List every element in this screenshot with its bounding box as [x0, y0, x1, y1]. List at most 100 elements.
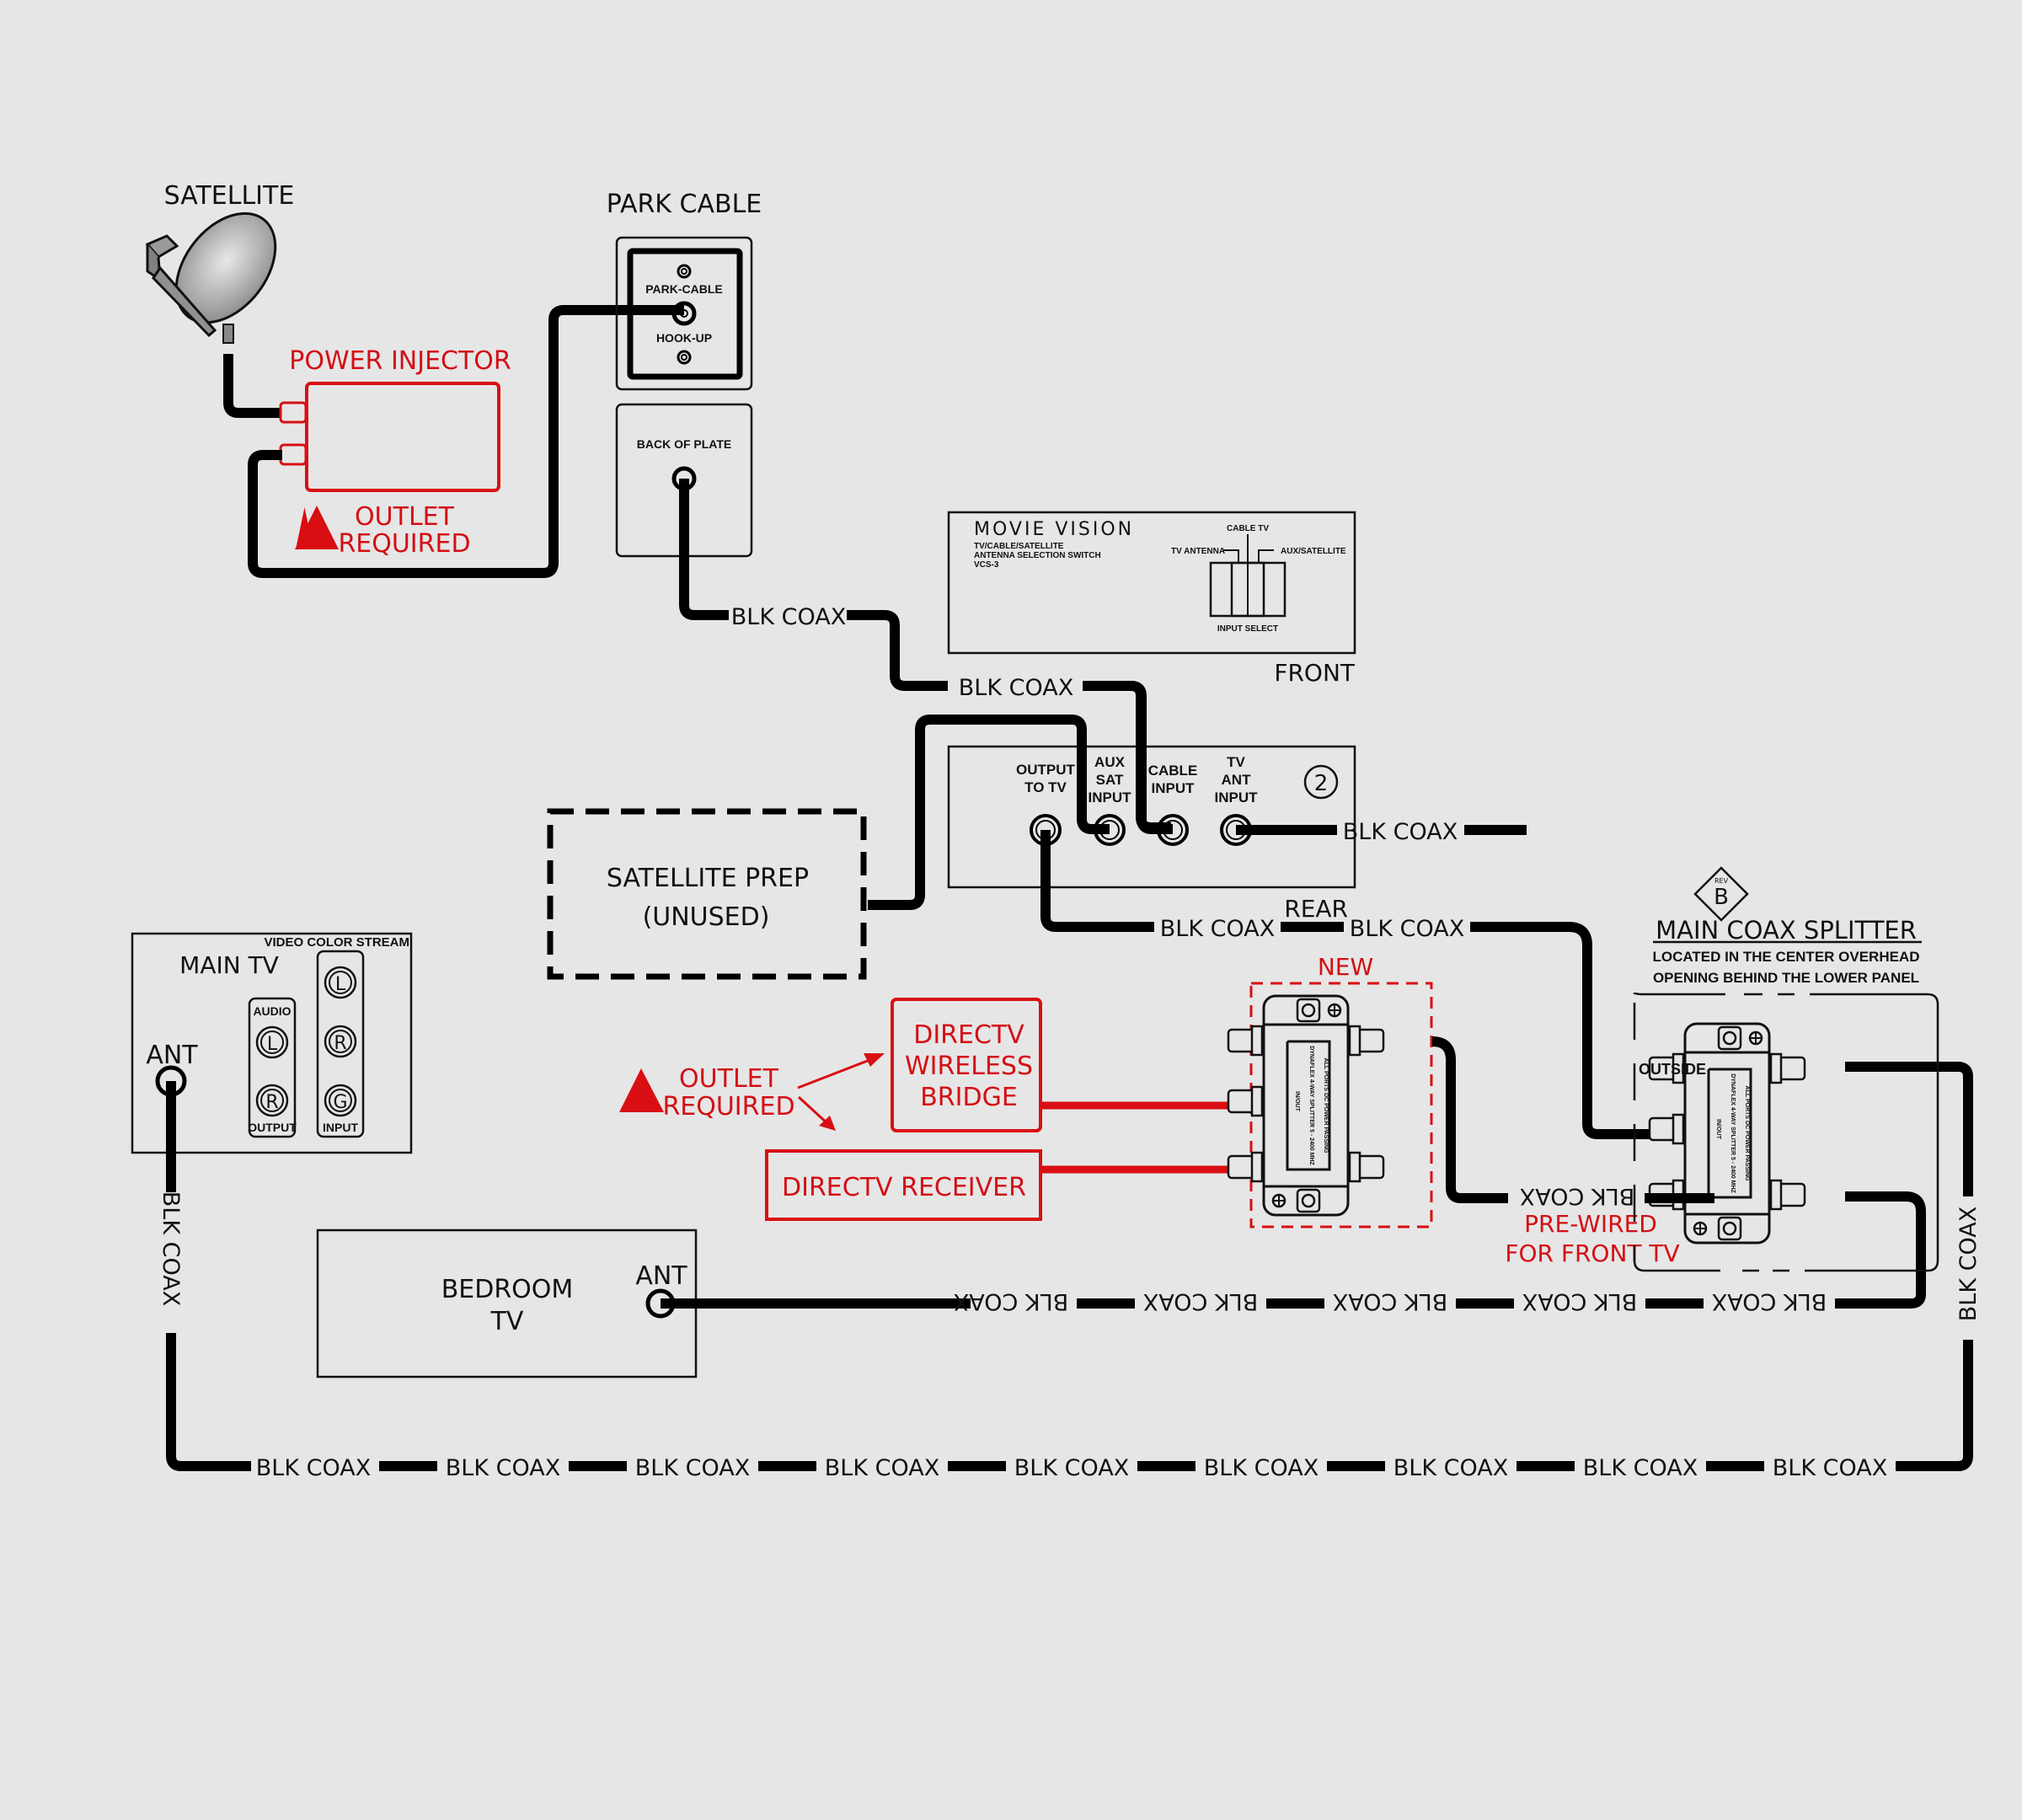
rear-port-output-to-tv: OUTPUT TO TV	[1016, 762, 1076, 846]
splitter-model-label: DYNAFLEX 4-WAY SPLITTER 5 - 2400 MHZ	[1730, 1073, 1736, 1193]
cable-label: BLK COAX	[446, 1455, 560, 1481]
movie-vision-rear-panel: OUTPUT TO TV AUX SAT INPUT CABLE INPUT T…	[947, 745, 1356, 923]
splitter-power-label: ALL PORTS DC POWER PASSING	[1323, 1058, 1329, 1154]
bedroom-ant-label: ANT	[635, 1261, 687, 1291]
input-jack-l: L	[335, 974, 346, 995]
coax-jack-icon	[671, 301, 697, 326]
new-label: NEW	[1318, 953, 1373, 981]
wireless-bridge-box	[891, 998, 1042, 1132]
warning-triangle-icon	[619, 1068, 664, 1112]
rear-badge: 2	[1314, 771, 1329, 796]
bedroom-tv: BEDROOM TV ANT	[316, 1228, 698, 1378]
main-splitter-header: REV B MAIN COAX SPLITTER LOCATED IN THE …	[1633, 866, 1939, 1272]
port-label: CABLE	[1148, 763, 1198, 779]
port-label: INPUT	[1089, 790, 1132, 806]
main-tv-ant-label: ANT	[146, 1041, 198, 1070]
bridge-label-1: DIRECTV	[913, 1020, 1024, 1050]
plate-top-label: PARK-CABLE	[645, 282, 723, 296]
cable-label: BLK COAX	[1712, 1288, 1827, 1314]
audio-jack-r: R	[265, 1092, 278, 1113]
rev-letter: B	[1714, 885, 1729, 910]
satellite-prep-label: SATELLITE PREP	[607, 864, 809, 893]
input-select-label: INPUT SELECT	[1217, 624, 1278, 634]
outlet-label-1: OUTLET	[355, 502, 455, 532]
bridge-label-2: WIRELESS	[905, 1052, 1033, 1081]
switch-tv-antenna-label: TV ANTENNA	[1171, 547, 1225, 556]
video-color-stream-label: VIDEO COLOR STREAM	[264, 935, 409, 950]
park-cable-title: PARK CABLE	[607, 190, 762, 219]
movie-vision-brand: MOVIE VISION	[974, 519, 1134, 540]
port-label: TO TV	[1024, 779, 1067, 795]
movie-vision-line2: ANTENNA SELECTION SWITCH	[974, 551, 1101, 560]
outlet-label-2: REQUIRED	[662, 1092, 794, 1121]
cable-label: BLK COAX	[1350, 916, 1464, 942]
satellite-prep-unused-label: (UNUSED)	[643, 902, 770, 932]
audio-label: AUDIO	[253, 1004, 291, 1018]
movie-vision-line3: VCS-3	[974, 560, 999, 570]
port-label: INPUT	[1215, 790, 1259, 806]
movie-vision-line1: TV/CABLE/SATELLITE	[974, 542, 1064, 551]
main-4way-splitter: DYNAFLEX 4-WAY SPLITTER 5 - 2400 MHZ ALL …	[1648, 1022, 1806, 1245]
outside-label: OUTSIDE	[1639, 1061, 1706, 1078]
input-label: INPUT	[323, 1121, 358, 1134]
cable-label: BLK COAX	[954, 1288, 1068, 1314]
cable-label: BLK COAX	[1343, 819, 1458, 845]
main-splitter-note-1: LOCATED IN THE CENTER OVERHEAD	[1652, 949, 1919, 965]
splitter-inout-label: IN/OUT	[1294, 1091, 1300, 1111]
main-tv-title: MAIN TV	[179, 951, 279, 979]
cable-label: BLK COAX	[1522, 1288, 1637, 1314]
cable-label: BLK COAX	[1520, 1183, 1634, 1209]
revision-badge: REV B	[1693, 866, 1749, 922]
port-label: TV	[1227, 754, 1245, 770]
cable-label: BLK COAX	[825, 1455, 939, 1481]
main-splitter-note-2: OPENING BEHIND THE LOWER PANEL	[1653, 970, 1919, 986]
outlet-label-2: REQUIRED	[338, 529, 470, 559]
splitter-power-label: ALL PORTS DC POWER PASSING	[1744, 1086, 1750, 1181]
cable-label: BLK COAX	[1955, 1207, 1982, 1321]
cable-label: BLK COAX	[1333, 1288, 1447, 1314]
splitter-inout-label: IN/OUT	[1715, 1119, 1721, 1139]
cable-label: BLK COAX	[731, 604, 846, 630]
coax-right-vertical	[1845, 1062, 1973, 1196]
cable-label: BLK COAX	[1773, 1455, 1887, 1481]
receiver-label: DIRECTV RECEIVER	[782, 1173, 1026, 1202]
rear-port-tv-ant-input: TV ANT INPUT	[1215, 754, 1259, 846]
bridge-label-3: BRIDGE	[920, 1083, 1018, 1112]
satellite-prep-box: SATELLITE PREP (UNUSED)	[547, 808, 867, 980]
port-label: SAT	[1096, 772, 1124, 788]
prewired-label-1: PRE-WIRED	[1524, 1210, 1657, 1238]
main-splitter-title: MAIN COAX SPLITTER	[1656, 916, 1917, 945]
input-jack-g: G	[333, 1092, 347, 1113]
cable-label: BLK COAX	[1204, 1455, 1319, 1481]
park-cable-plate: PARK CABLE PARK-CABLE HOOK-UP BACK OF PL…	[607, 190, 762, 558]
movie-vision-front-panel: MOVIE VISION TV/CABLE/SATELLITE ANTENNA …	[947, 511, 1356, 687]
prewired-label-2: FOR FRONT TV	[1505, 1239, 1679, 1267]
cable-label: BLK COAX	[1583, 1455, 1698, 1481]
coax-satellite-prep-to-aux	[868, 715, 1110, 910]
satellite-label: SATELLITE	[164, 181, 295, 211]
switch-cable-tv-label: CABLE TV	[1227, 524, 1269, 533]
outlet-label-1: OUTLET	[679, 1064, 779, 1094]
splitter-model-label: DYNAFLEX 4-WAY SPLITTER 5 - 2400 MHZ	[1308, 1046, 1314, 1165]
rear-port-aux-sat-input: AUX SAT INPUT	[1089, 754, 1132, 846]
input-select-switch: CABLE TV TV ANTENNA AUX/SATELLITE INPUT …	[1171, 524, 1346, 634]
input-jack-r: R	[334, 1033, 346, 1054]
cable-label: BLK COAX	[1393, 1455, 1508, 1481]
back-of-plate-label: BACK OF PLATE	[637, 437, 732, 451]
rev-label: REV	[1714, 877, 1729, 885]
coax-plate-to-cable-input	[679, 479, 729, 620]
audio-jack-l: L	[267, 1034, 278, 1055]
coax-to-cable-input	[1083, 681, 1173, 834]
port-label: INPUT	[1152, 780, 1196, 796]
cable-label: BLK COAX	[635, 1455, 750, 1481]
satellite-dish-icon	[145, 211, 277, 344]
output-label: OUTPUT	[248, 1121, 297, 1134]
port-label: ANT	[1222, 772, 1252, 788]
cable-label: BLK COAX	[1160, 916, 1275, 942]
port-label: OUTPUT	[1016, 762, 1076, 778]
satellite-group: SATELLITE	[145, 181, 295, 344]
main-tv: VIDEO COLOR STREAM MAIN TV ANT AUDIO L R…	[131, 932, 413, 1154]
coax-bottom-run: BLK COAX BLK COAX BLK COAX BLK COAX BLK COAX…	[181, 1455, 1961, 1481]
cable-label: BLK COAX	[959, 675, 1073, 701]
